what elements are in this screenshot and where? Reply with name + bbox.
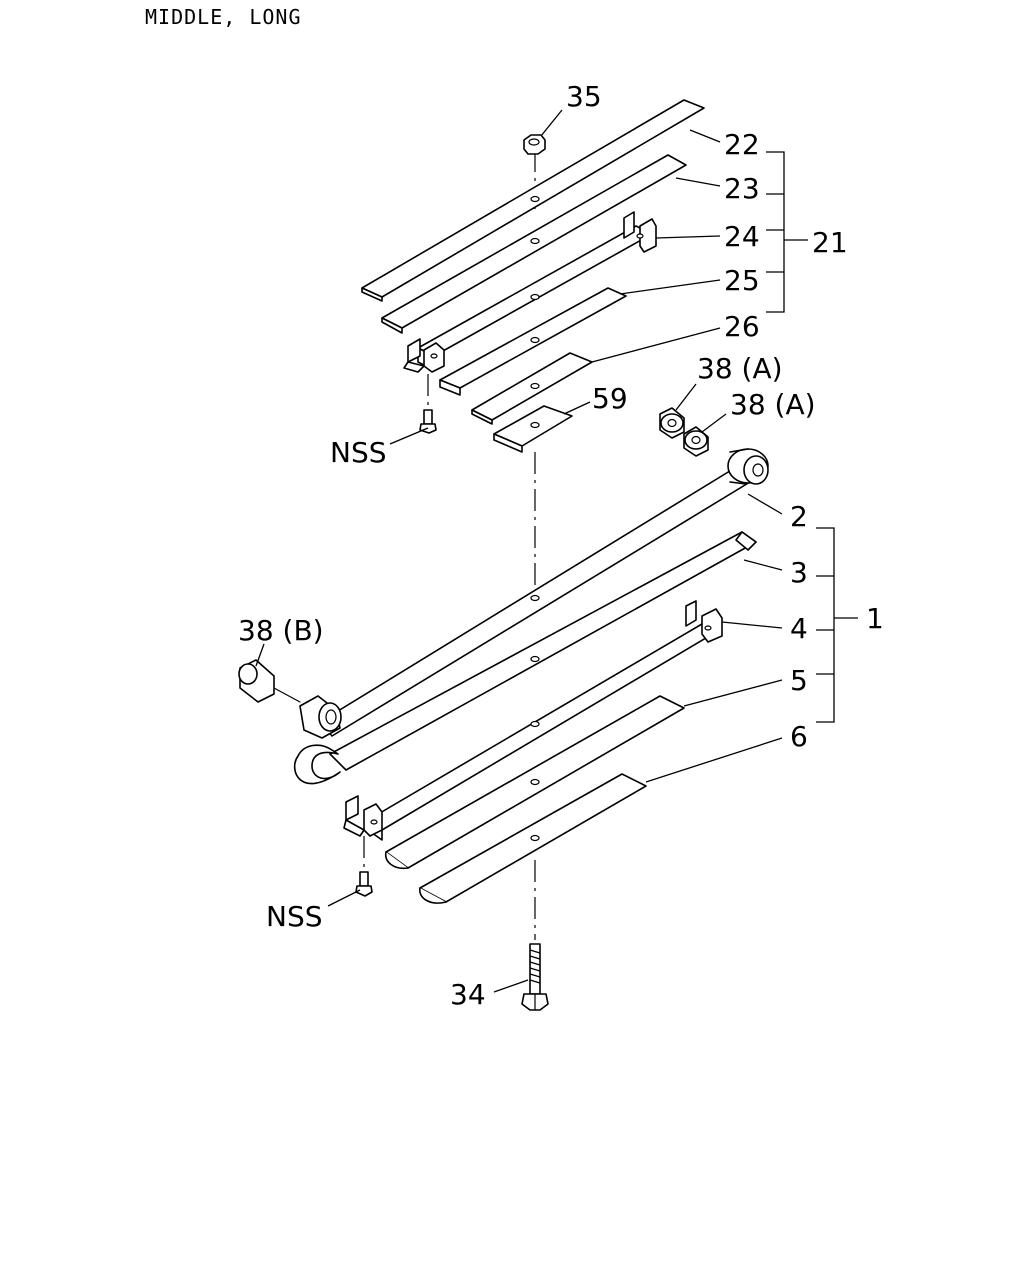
bushing-38a-2 xyxy=(683,426,709,457)
callout-1: 1 xyxy=(866,602,884,635)
callout-38a-2: 38 (A) xyxy=(730,388,816,421)
bushing-38a-1 xyxy=(659,407,685,439)
leaf-25 xyxy=(439,287,627,396)
callout-26: 26 xyxy=(724,310,760,343)
screw-nss-upper xyxy=(419,374,437,434)
nut-35 xyxy=(523,134,546,155)
plate-59 xyxy=(493,405,573,453)
callout-23: 23 xyxy=(724,172,760,205)
callout-2: 2 xyxy=(790,500,808,533)
callout-24: 24 xyxy=(724,220,760,253)
diagram-title: MIDDLE, LONG xyxy=(145,5,302,29)
callout-22: 22 xyxy=(724,128,760,161)
leaf-6 xyxy=(419,773,647,904)
callout-labels: 35 22 23 24 25 26 21 59 38 (A) 38 (A) NS… xyxy=(238,80,884,1011)
upper-leaf-pack xyxy=(361,99,705,453)
leader-lines xyxy=(255,109,858,993)
callout-3: 3 xyxy=(790,556,808,589)
callout-6: 6 xyxy=(790,720,808,753)
callout-34: 34 xyxy=(450,978,486,1011)
leaf-4 xyxy=(343,600,723,841)
screw-nss-lower xyxy=(355,836,373,897)
bushing-38b xyxy=(238,659,301,703)
leaf-22 xyxy=(361,99,705,302)
leaf-5 xyxy=(384,695,685,870)
callout-21: 21 xyxy=(812,226,848,259)
callout-nss-lower: NSS xyxy=(266,900,323,933)
leaf-2 xyxy=(299,448,769,739)
leaf-23 xyxy=(381,154,687,334)
callout-38a-1: 38 (A) xyxy=(697,352,783,385)
callout-35: 35 xyxy=(566,80,602,113)
callout-5: 5 xyxy=(790,664,808,697)
bolt-34 xyxy=(521,860,549,1011)
callout-nss-upper: NSS xyxy=(330,436,387,469)
callout-25: 25 xyxy=(724,264,760,297)
leaf-3 xyxy=(293,531,757,785)
callout-59: 59 xyxy=(592,382,628,415)
lower-leaf-pack xyxy=(238,448,769,1011)
callout-38b: 38 (B) xyxy=(238,614,324,647)
callout-4: 4 xyxy=(790,612,808,645)
leaf-24 xyxy=(403,211,657,373)
